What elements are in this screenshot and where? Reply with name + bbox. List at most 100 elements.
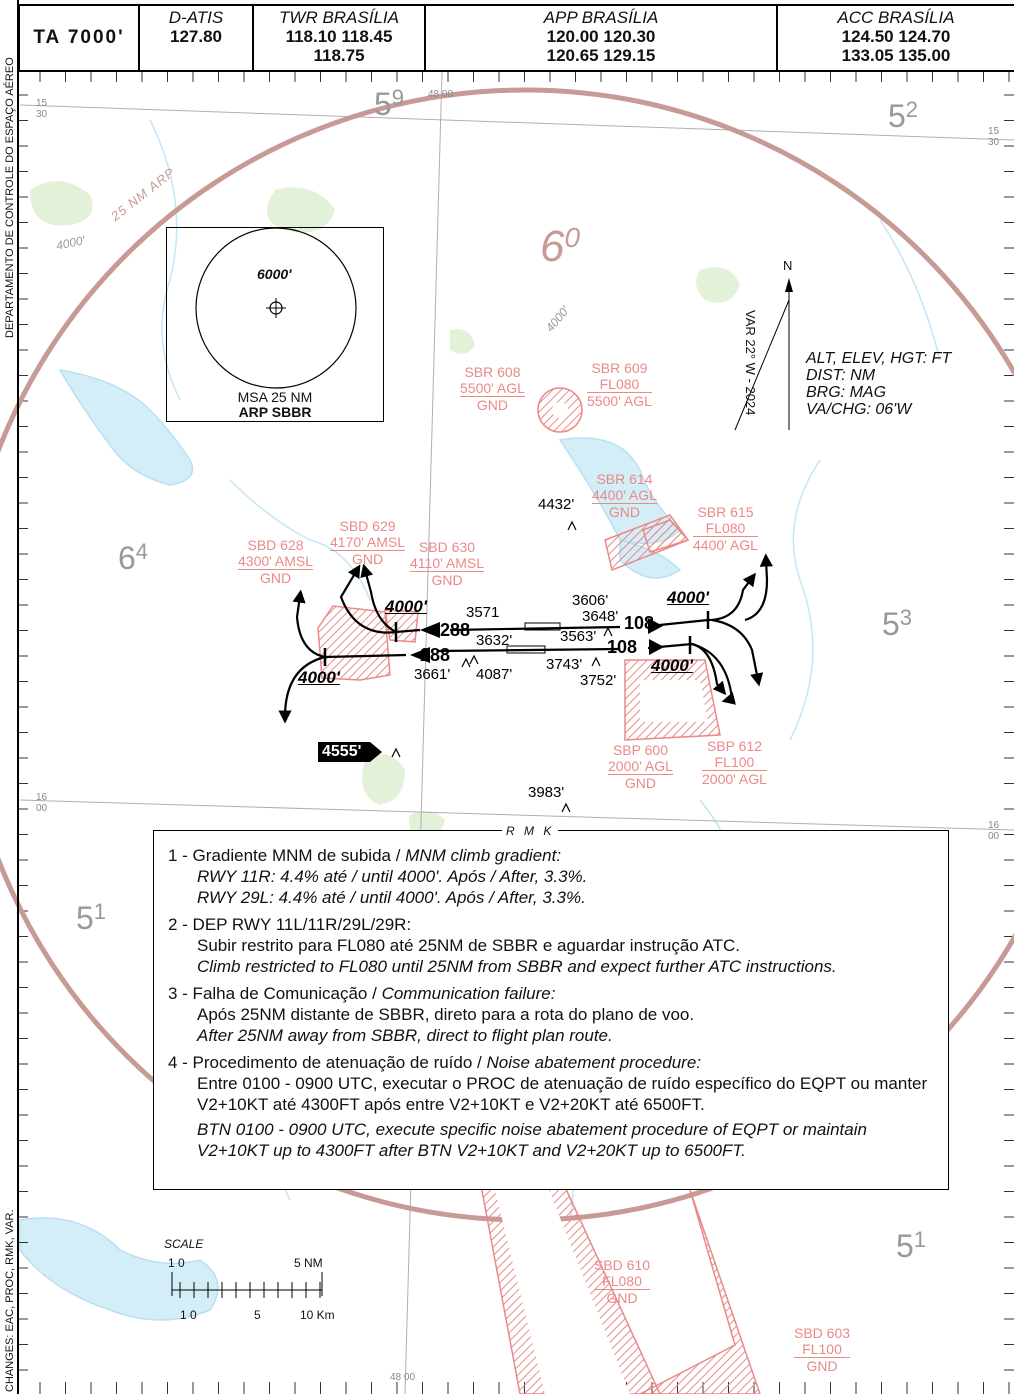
note-1-title-en: MNM climb gradient: [405, 846, 562, 865]
app-frequency-2: 120.65 129.15 [546, 46, 656, 65]
zone-sbr615-upper: FL080 [693, 520, 758, 537]
grid-mora-64-minor: 4 [135, 539, 149, 564]
elevation-3571: 3571 [466, 604, 500, 621]
transition-altitude: TA 7000' [33, 27, 125, 48]
grid-mora-52: 52 [888, 97, 918, 135]
zone-sbr608-upper: 5500' AGL [460, 380, 525, 397]
note-4: 4 - Procedimento de atenuação de ruído /… [168, 1052, 934, 1161]
zone-sbr614-id: SBR 614 [596, 471, 653, 487]
zone-sbr609-upper: FL080 [587, 376, 652, 393]
msa-altitude: 6000' [257, 266, 292, 282]
note-2-title: 2 - DEP RWY 11L/11R/29L/29R: [168, 915, 412, 934]
elevation-3606: 3606' [572, 592, 609, 609]
scale-km-mid: 5 [254, 1308, 261, 1322]
acc-frequency-2: 133.05 135.00 [841, 46, 951, 65]
zone-sbd630-id: SBD 630 [418, 539, 476, 555]
zone-sbd603-upper: FL100 [794, 1341, 851, 1358]
note-4-pt: Entre 0100 - 0900 UTC, executar o PROC d… [197, 1074, 928, 1114]
lat-1600-right-deg: 16 [988, 820, 1000, 831]
legend-line-1: ALT, ELEV, HGT: FT [806, 350, 952, 367]
grid-mora-59-minor: 9 [391, 85, 405, 110]
note-1-rwy29l: RWY 29L: 4.4% até / until 4000'. Após / … [197, 888, 586, 907]
note-1-rwy11r: RWY 11R: 4.4% até / until 4000'. Após / … [197, 867, 588, 886]
legend-line-4: VA/CHG: 06'W [806, 401, 912, 418]
side-text-decea: DEPARTAMENTO DE CONTROLE DO ESPAÇO AÉREO [4, 57, 16, 338]
remarks-box: R M K 1 - Gradiente MNM de subida / MNM … [153, 821, 949, 1190]
border-ticks [18, 72, 1014, 1394]
zone-sbp600-upper: 2000' AGL [608, 758, 673, 775]
grid-mora-60-minor: 0 [564, 222, 581, 253]
zone-sbr614-lower: GND [608, 504, 641, 520]
zone-sbr609-id: SBR 609 [591, 360, 648, 376]
scale-bar [171, 1272, 323, 1298]
altitude-4000-nw: 4000' [385, 597, 427, 616]
lat-1530-right-min: 30 [988, 137, 1000, 148]
grid-mora-51-west: 51 [76, 899, 106, 937]
note-1-title: 1 - Gradiente MNM de subida / [168, 846, 406, 865]
acc-box: ACC BRASÍLIA 124.50 124.70 133.05 135.00 [776, 4, 1014, 72]
note-3-pt: Após 25NM distante de SBBR, direto para … [197, 1005, 695, 1024]
zone-sbd629-id: SBD 629 [339, 518, 396, 534]
note-4-en: BTN 0100 - 0900 UTC, execute specific no… [197, 1120, 867, 1160]
acc-title: ACC BRASÍLIA [837, 8, 955, 27]
zone-sbd629-upper: 4170' AMSL [330, 534, 406, 551]
note-1: 1 - Gradiente MNM de subida / MNM climb … [168, 845, 934, 908]
zone-sbd603-id: SBD 603 [794, 1325, 851, 1341]
north-label: N [783, 258, 793, 273]
grid-mora-64-major: 6 [118, 540, 136, 576]
lat-1600-left-deg: 16 [36, 792, 48, 803]
grid-mora-51-east-major: 5 [896, 1228, 914, 1264]
note-4-title-en: Noise abatement procedure: [486, 1053, 702, 1072]
legend-line-2: DIST: NM [806, 367, 876, 384]
zone-sbp612-upper: FL100 [702, 754, 767, 771]
zone-sbd610-lower: GND [606, 1290, 638, 1306]
grid-mora-51-west-major: 5 [76, 900, 94, 936]
note-3-title-en: Communication failure: [381, 984, 556, 1003]
elevation-3632: 3632' [476, 632, 513, 649]
heading-288-south: 288 [420, 645, 451, 665]
obstacle-4555-tag [318, 742, 382, 762]
datis-title: D-ATIS [168, 8, 224, 27]
grid-mora-53: 53 [882, 605, 912, 643]
zone-sbd610-upper: FL080 [594, 1273, 651, 1290]
twr-box: TWR BRASÍLIA 118.10 118.45 118.75 [252, 4, 426, 72]
twr-frequency-1: 118.10 118.45 [285, 27, 393, 46]
zone-sbd629-lower: GND [351, 551, 384, 567]
elevation-3648: 3648' [582, 608, 619, 625]
datis-box: D-ATIS 127.80 [138, 4, 254, 72]
elevation-3752: 3752' [580, 672, 617, 689]
msa-caption: MSA 25 NM ARP SBBR [167, 390, 383, 420]
note-2-pt: Subir restrito para FL080 até 25NM de SB… [197, 936, 741, 955]
lat-1600-left-min: 00 [36, 803, 48, 814]
note-3: 3 - Falha de Comunicação / Communication… [168, 983, 934, 1046]
altitude-4000-sw: 4000' [298, 668, 340, 687]
datis-frequency: 127.80 [170, 27, 222, 46]
scale-km-left: 1 0 [180, 1308, 197, 1322]
msa-box: 6000' MSA 25 NM ARP SBBR [166, 227, 384, 422]
terrain-areas [30, 181, 740, 840]
note-4-title: 4 - Procedimento de atenuação de ruído / [168, 1053, 487, 1072]
altitude-4000-ne: 4000' [667, 588, 709, 607]
zone-sbr615-id: SBR 615 [697, 504, 754, 520]
zone-sbd603-lower: GND [806, 1358, 838, 1374]
obstacle-4555: 4555' [322, 743, 362, 760]
legend-line-3: BRG: MAG [806, 384, 887, 401]
app-frequency-1: 120.00 120.30 [546, 27, 656, 46]
grid-mora-64: 64 [118, 539, 149, 577]
zone-sbp612-lower: 2000' AGL [702, 771, 767, 787]
north-arrow [734, 278, 793, 431]
